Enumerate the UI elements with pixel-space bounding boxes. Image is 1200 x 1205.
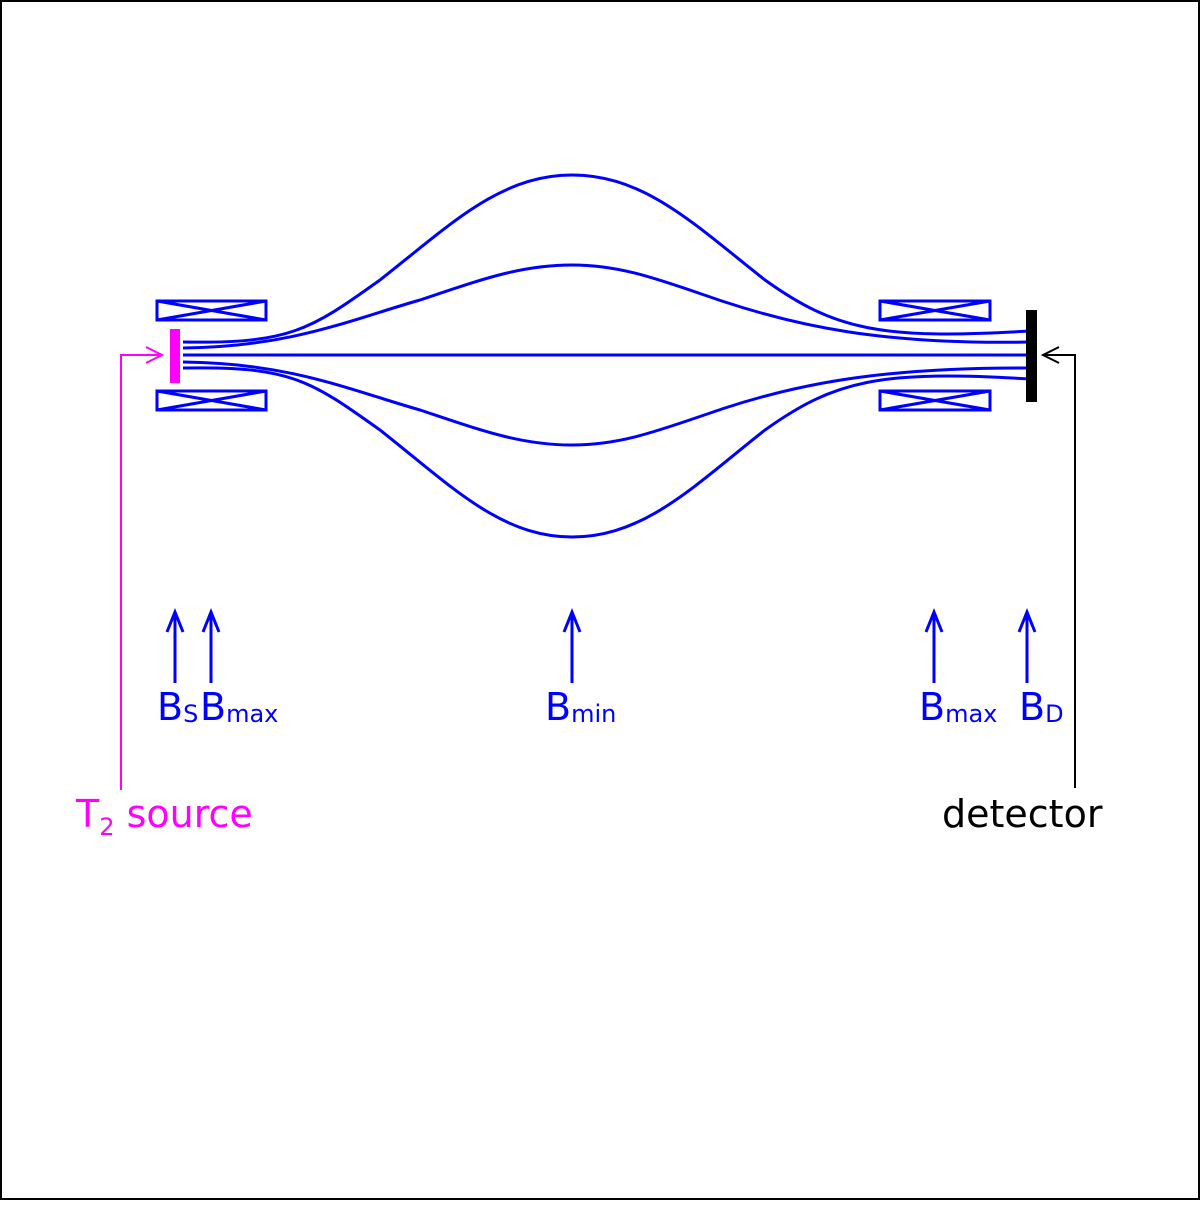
arrow-bd [1017,607,1037,683]
coil-left-bottom [155,389,268,412]
source-pointer [120,346,165,790]
detector-pointer [1040,346,1076,788]
source-bar [170,329,180,383]
coil-right-top [878,299,992,322]
field-line-outer-top [182,173,1031,344]
field-line-inner-top [182,263,1031,350]
source-label: T2 source [75,792,253,841]
label-bs: BS [157,685,198,729]
field-line-inner-bottom [182,360,1031,447]
field-line-outer-bottom [182,366,1031,539]
detector-bar [1026,310,1037,402]
label-bd: BD [1019,685,1064,729]
field-lines [182,173,1031,539]
coil-right-bottom [878,389,992,412]
label-bmin: Bmin [545,685,616,729]
arrow-bmax-right [924,607,944,683]
label-bmax-right: Bmax [919,685,997,729]
label-bmax-left: Bmax [200,685,278,729]
detector-label: detector [942,792,1103,836]
field-marker-labels: BS Bmax Bmin Bmax BD [157,685,1064,729]
arrow-bmin [562,607,582,683]
field-marker-arrows [165,607,1037,683]
arrow-bmax-left [201,607,221,683]
arrow-bs [165,607,185,683]
magnet-coils [155,299,992,412]
coil-left-top [155,299,268,322]
